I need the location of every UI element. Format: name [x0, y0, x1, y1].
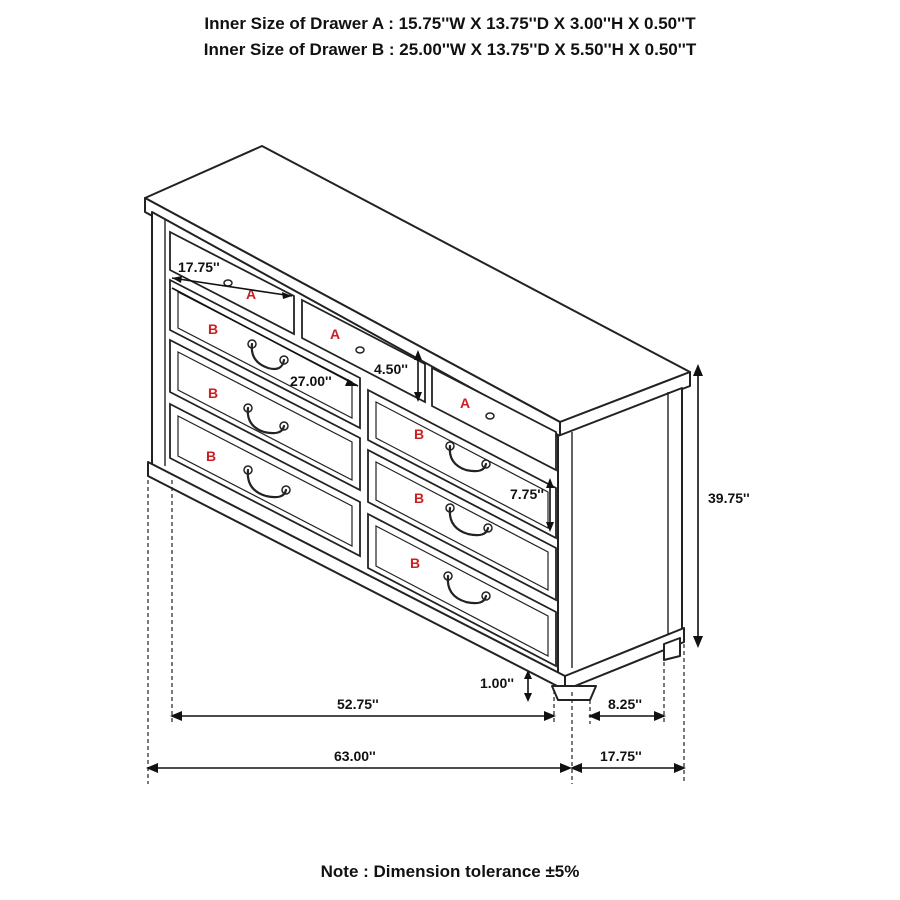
drawer-label-b: B: [410, 555, 420, 571]
dim-foot-depth: [588, 711, 666, 721]
drawer-a-right: [431, 366, 557, 472]
dim-foot-height: [524, 670, 532, 702]
drawer-label-a: A: [460, 395, 470, 411]
drawer-b-left-2: [169, 338, 361, 492]
dim-label-drawer-height: 7.75'': [510, 486, 544, 502]
drawer-label-b: B: [414, 490, 424, 506]
side-foot: [663, 637, 681, 661]
drawer-label-b: B: [208, 321, 218, 337]
bail-handle-icon: [247, 339, 289, 371]
dim-label-inner-width: 52.75'': [337, 696, 379, 712]
drawer-b-right-3-inset: [375, 525, 549, 657]
drawer-b-right-1-inset: [375, 401, 549, 529]
dim-label-overall-width: 63.00'': [334, 748, 376, 764]
knob-icon: [485, 412, 495, 420]
drawer-label-a: A: [330, 326, 340, 342]
drawer-b-left-2-inset: [177, 351, 353, 481]
drawer-b-right-2-inset: [375, 461, 549, 591]
bail-handle-icon: [243, 403, 289, 435]
drawer-label-b: B: [206, 448, 216, 464]
dim-inner-width: [170, 711, 556, 721]
tolerance-note: Note : Dimension tolerance ±5%: [320, 862, 580, 881]
bail-handle-icon: [443, 571, 491, 605]
bail-handle-icon: [445, 503, 493, 537]
drawer-b-left-3: [169, 402, 361, 558]
dim-drawer-height: [546, 478, 554, 532]
drawer-b-right-3: [367, 512, 557, 668]
dim-label-overall-height: 39.75'': [708, 490, 750, 506]
dim-wide-drawer-width: [171, 287, 359, 387]
front-foot: [551, 685, 597, 701]
dim-label-foot-depth: 8.25'': [608, 696, 642, 712]
drawer-a-spec: Inner Size of Drawer A : 15.75''W X 13.7…: [204, 14, 696, 33]
dim-label-foot-height: 1.00'': [480, 675, 514, 691]
knob-icon: [355, 346, 365, 354]
drawer-b-right-1: [367, 388, 557, 540]
drawer-label-b: B: [208, 385, 218, 401]
dim-label-top-drawer-height: 4.50'': [374, 361, 408, 377]
drawer-label-a: A: [246, 286, 256, 302]
dim-overall-depth: [570, 763, 686, 773]
drawer-b-left-3-inset: [177, 415, 353, 547]
bail-handle-icon: [243, 465, 291, 499]
drawer-b-spec: Inner Size of Drawer B : 25.00''W X 13.7…: [203, 40, 697, 59]
dim-label-top-drawer-width: 17.75'': [178, 259, 220, 275]
knob-icon: [223, 279, 233, 287]
dim-label-overall-depth: 17.75'': [600, 748, 642, 764]
dim-overall-height: [693, 364, 703, 648]
drawer-b-right-2: [367, 448, 557, 602]
bail-handle-icon: [445, 441, 491, 473]
dim-label-wide-drawer-width: 27.00'': [290, 373, 332, 389]
dim-top-drawer-height: [414, 350, 422, 402]
drawer-label-b: B: [414, 426, 424, 442]
drawer-b-left-1: [169, 278, 361, 430]
dresser-top-side-edge: [559, 371, 691, 437]
dim-top-drawer-width: [171, 276, 293, 299]
dim-overall-width: [146, 763, 572, 773]
